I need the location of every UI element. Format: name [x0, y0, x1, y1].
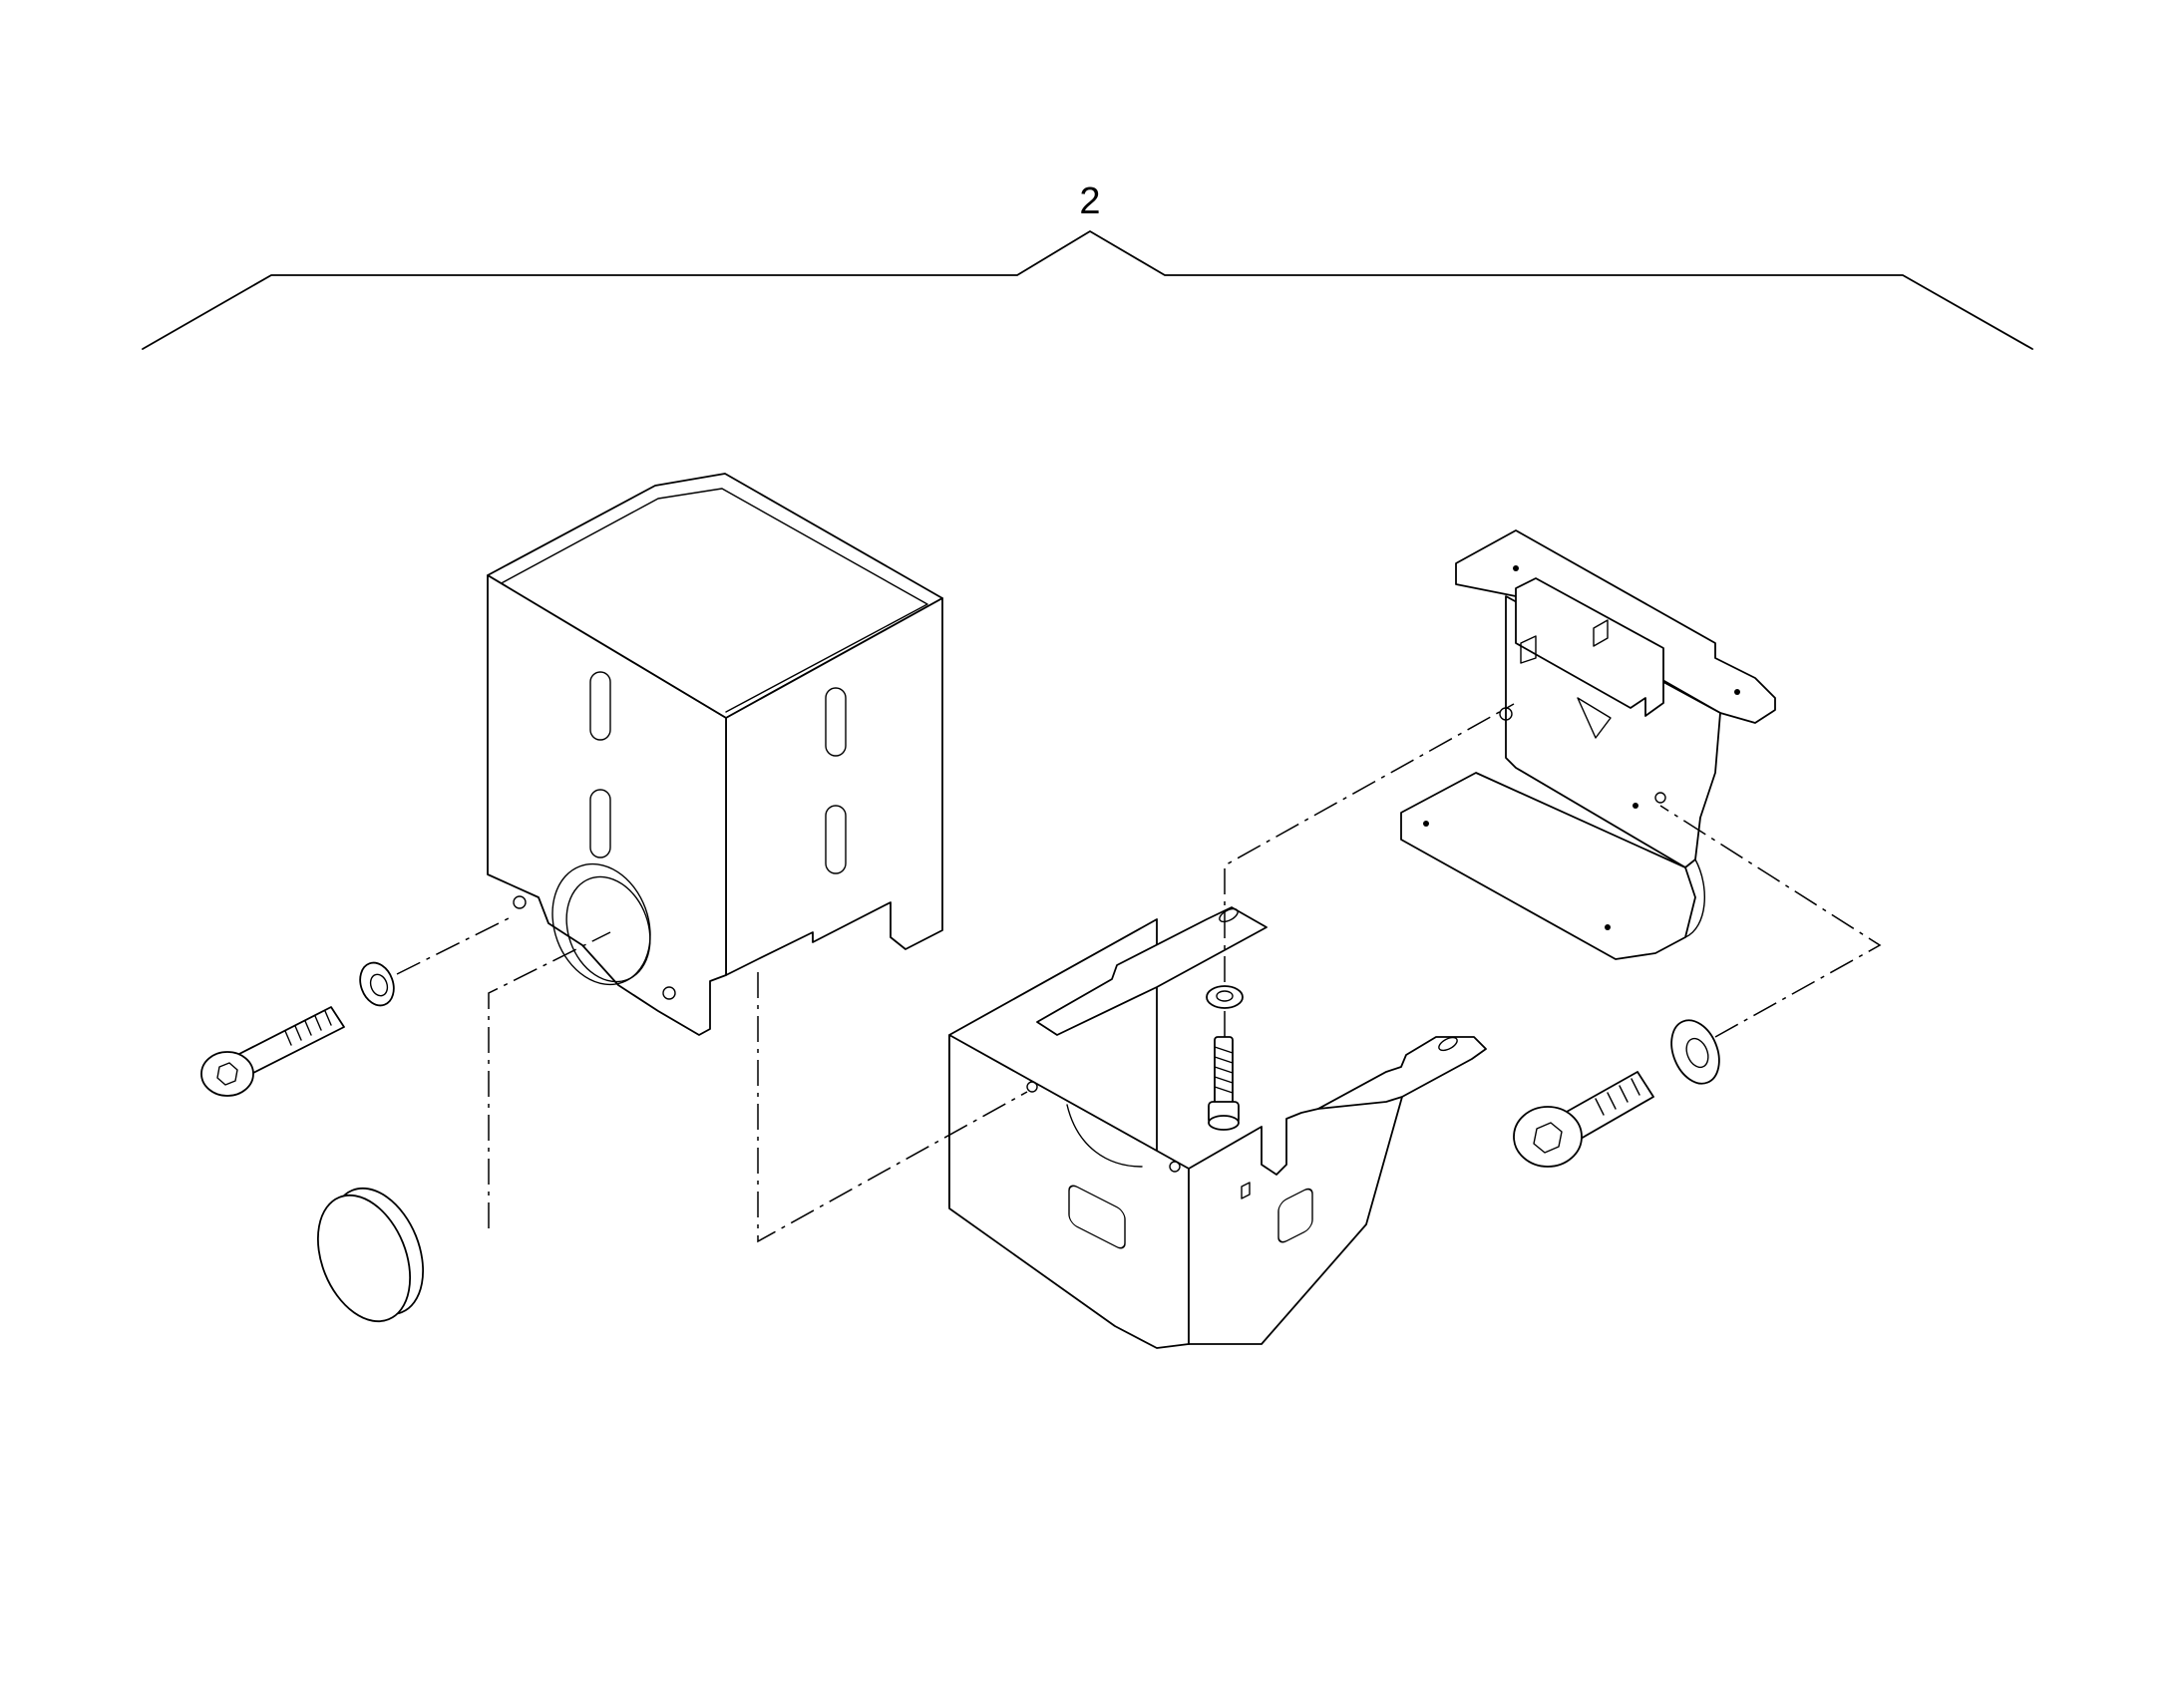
right-cap-screw	[1513, 1071, 1654, 1168]
cover-slot	[825, 687, 847, 757]
center-cap-screw	[1208, 1036, 1240, 1131]
hex-socket-icon	[216, 1062, 238, 1086]
left-cap-screw	[200, 1006, 345, 1097]
bracket-hole	[1513, 565, 1519, 571]
assembly-centerlines	[396, 703, 1882, 1243]
bracket-window	[1068, 1185, 1126, 1249]
bracket-hole	[1423, 821, 1429, 827]
lower-channel-bracket	[948, 906, 1487, 1349]
flange-slot	[1438, 1036, 1458, 1052]
hole-plug	[316, 1187, 425, 1323]
cover-round-opening	[551, 862, 651, 986]
callout-number-2: 2	[1079, 180, 1100, 222]
right-washer	[1670, 1019, 1720, 1085]
box-cover	[487, 473, 943, 1036]
upper-mounting-bracket	[1400, 529, 1776, 960]
center-washer	[1206, 985, 1244, 1009]
bracket-hole	[1654, 792, 1666, 804]
cover-hole	[662, 986, 676, 1000]
bracket-window	[1277, 1188, 1313, 1243]
cover-slot	[589, 789, 611, 858]
assembly-bracket	[142, 230, 2033, 350]
cover-slot	[589, 671, 611, 741]
cover-hole	[513, 895, 527, 909]
bracket-hole	[1605, 924, 1611, 930]
cover-slot	[825, 805, 847, 874]
hex-socket-icon	[1533, 1122, 1563, 1154]
bracket-hole	[1633, 803, 1638, 809]
bracket-square-hole	[1241, 1182, 1251, 1199]
bracket-hole	[1169, 1161, 1181, 1173]
left-washer	[359, 961, 395, 1007]
bracket-hole	[1026, 1081, 1038, 1093]
bracket-hole	[1734, 689, 1740, 695]
flange-slot	[1219, 907, 1239, 923]
